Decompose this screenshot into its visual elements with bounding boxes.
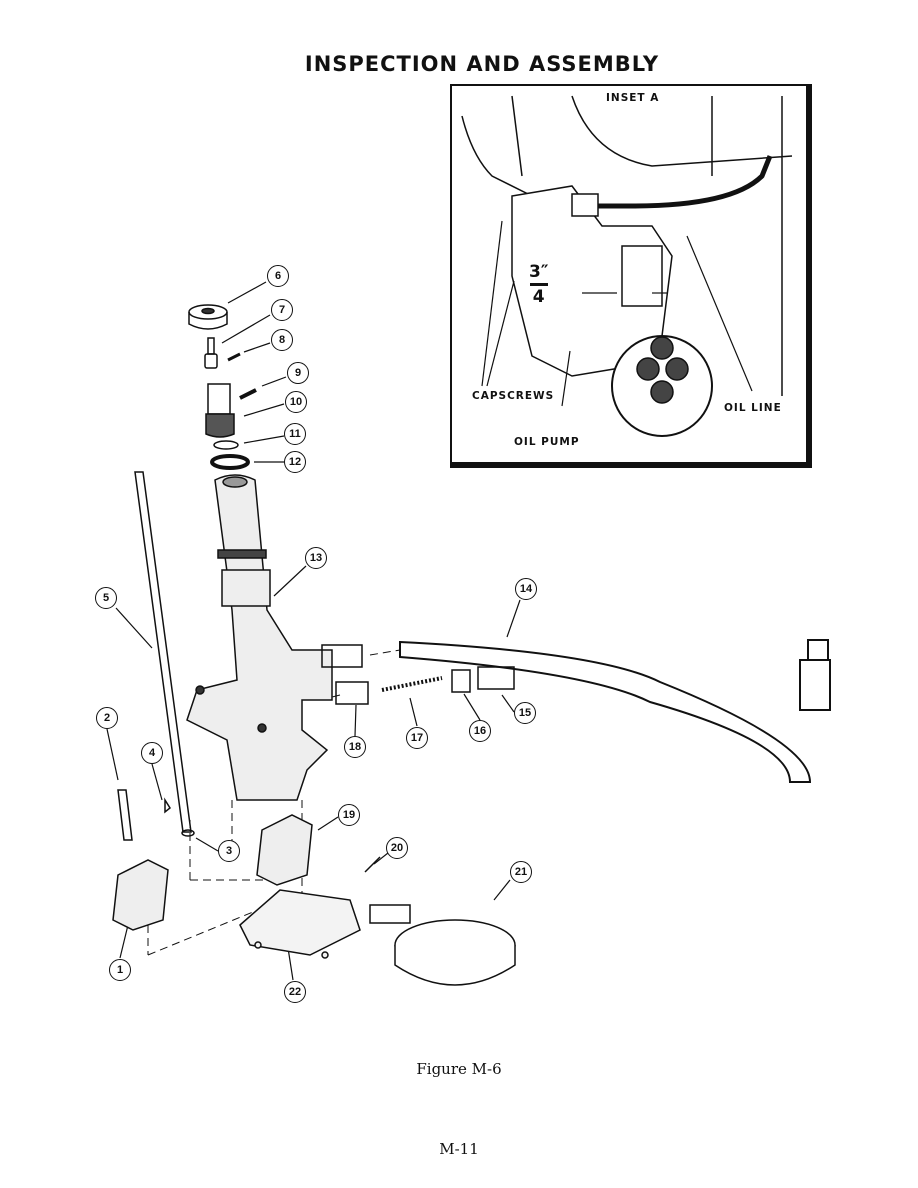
callout-17: 17 (406, 727, 428, 749)
fraction-bar (529, 283, 548, 286)
callout-19: 19 (338, 804, 360, 826)
part-14-oil-line (399, 639, 831, 783)
callout-7: 7 (271, 299, 293, 321)
callout-21: 21 (510, 861, 532, 883)
part-3-ring (181, 829, 195, 837)
part-5-shaft (134, 471, 192, 833)
callout-10: 10 (285, 391, 307, 413)
part-9-pin (239, 388, 257, 400)
part-20-cotter-pin (364, 856, 381, 873)
part-19-gear (256, 814, 313, 886)
callout-22: 22 (284, 981, 306, 1003)
callout-9: 9 (287, 362, 309, 384)
callout-12: 12 (284, 451, 306, 473)
callout-11: 11 (284, 423, 306, 445)
inset-engine-illustration (461, 95, 793, 437)
part-11-washer (213, 440, 239, 450)
page-title: INSPECTION AND ASSEMBLY (304, 52, 660, 76)
callout-5: 5 (95, 587, 117, 609)
callout-14: 14 (515, 578, 537, 600)
part-22-cover (239, 889, 361, 959)
page-number: M-11 (439, 1140, 479, 1158)
callout-16: 16 (469, 720, 491, 742)
figure-caption: Figure M-6 (416, 1060, 502, 1078)
callout-2: 2 (96, 707, 118, 729)
part-4-key (164, 797, 171, 814)
part-21-screen (369, 904, 516, 986)
oil-line-label: OIL LINE (724, 402, 782, 414)
dimension-denominator: 4 (532, 287, 545, 307)
fittings (321, 644, 515, 705)
callout-6: 6 (267, 265, 289, 287)
oil-pump-label: OIL PUMP (514, 436, 580, 448)
part-12-o-ring (210, 454, 250, 470)
callout-13: 13 (305, 547, 327, 569)
callout-3: 3 (218, 840, 240, 862)
capscrews-label: CAPSCREWS (472, 390, 555, 402)
callout-20: 20 (386, 837, 408, 859)
part-6-plug (188, 304, 228, 330)
part-2-pin (117, 789, 133, 841)
leader-lines (106, 281, 521, 981)
callout-18: 18 (344, 736, 366, 758)
part-13-pump-body (186, 474, 333, 801)
inset-title: INSET A (606, 92, 660, 104)
part-10-drive-gear (205, 383, 235, 438)
dimension-numerator: 3″ (529, 262, 549, 282)
part-8-pin (227, 352, 241, 362)
part-7-valve (204, 337, 218, 369)
inset-a-panel: INSET A 3″ 4 CAPSCREWS OIL PUMP OIL LINE (450, 84, 812, 468)
callout-1: 1 (109, 959, 131, 981)
callout-8: 8 (271, 329, 293, 351)
part-1-gear (112, 859, 169, 931)
callout-4: 4 (141, 742, 163, 764)
dimension-label: 3″ 4 (529, 262, 548, 307)
callout-15: 15 (514, 702, 536, 724)
